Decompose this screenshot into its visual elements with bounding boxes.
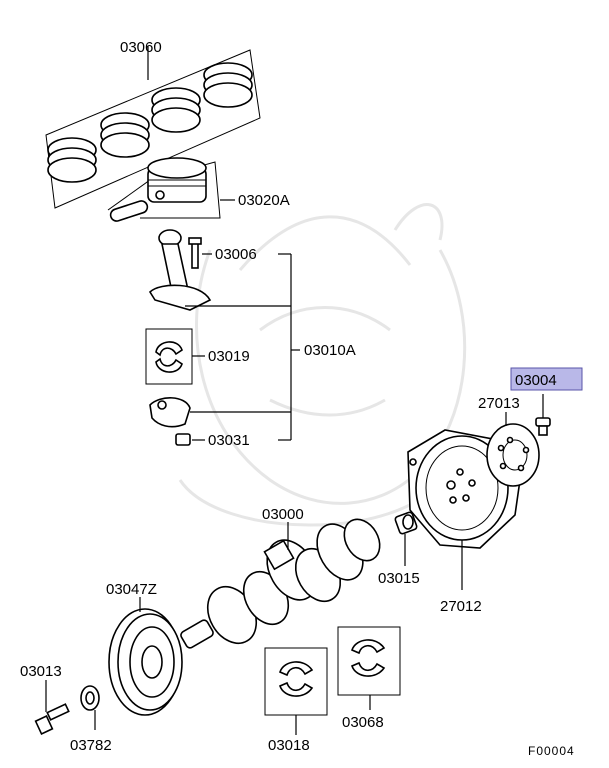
ring-stack-3 [151,87,201,133]
connecting-rod[interactable] [148,229,300,440]
conrod-bolt [188,237,202,269]
pilot-bushing[interactable] [394,511,418,566]
label-conrod-bolt: 03006 [215,246,257,263]
label-crankshaft: 03000 [262,506,304,523]
main-bearing-lower[interactable] [264,647,328,735]
ring-stack-4 [203,62,253,108]
crankshaft[interactable] [180,513,387,652]
conrod-cap[interactable] [149,397,191,428]
highlighted-bolt[interactable] [535,394,551,436]
conrod-nut[interactable] [175,433,291,446]
ring-stack-1 [47,137,97,183]
label-piston: 03020A [238,192,290,209]
label-conrod-nut: 03031 [208,432,250,449]
label-drive-plate: 27012 [440,598,482,615]
label-highlighted-bolt: 03004 [515,372,557,389]
label-conrod-assy: 03010A [304,342,356,359]
label-pilot-bushing: 03015 [378,570,420,587]
adapter-plate[interactable] [486,412,540,487]
pulley-bolt[interactable] [34,680,70,735]
label-pulley: 03047Z [106,581,157,598]
main-bearing-upper[interactable] [337,626,401,710]
figure-code: F00004 [528,744,575,758]
label-conrod-bearing: 03019 [208,348,250,365]
conrod-bearing[interactable] [145,328,205,385]
crank-pulley[interactable] [108,597,183,716]
label-main-bearing-upper: 03068 [342,714,384,731]
label-pulley-bolt: 03013 [20,663,62,680]
label-piston-rings: 03060 [120,39,162,56]
watermark-emblem [178,203,467,527]
ring-stack-2 [100,112,150,158]
label-washer: 03782 [70,737,112,754]
highlighted-part-badge[interactable] [510,367,583,391]
label-main-bearing-lower: 03018 [268,737,310,754]
piston-pin [109,200,149,222]
piston-ring-set[interactable] [45,46,261,209]
piston-assembly[interactable] [107,157,235,223]
label-adapter-plate: 27013 [478,395,520,412]
pulley-washer[interactable] [80,685,100,730]
